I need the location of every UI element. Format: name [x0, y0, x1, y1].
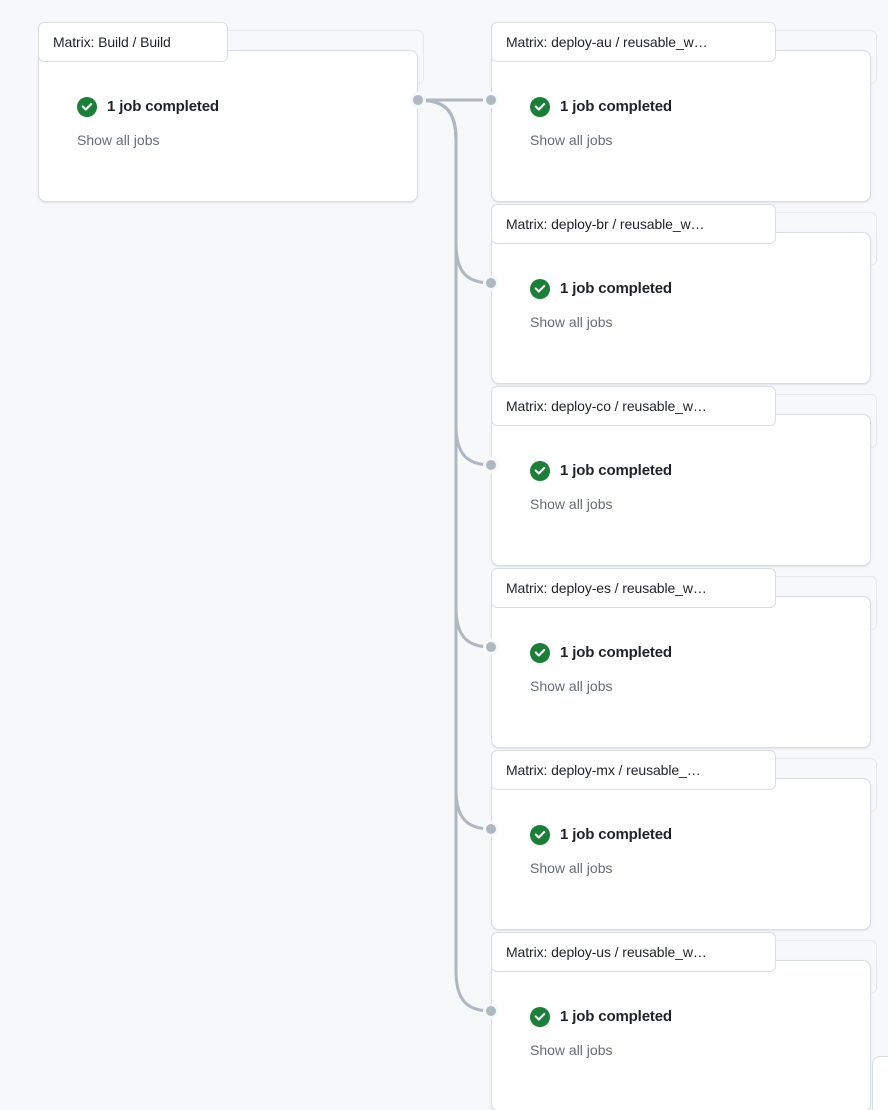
show-all-jobs-link[interactable]: Show all jobs: [77, 132, 160, 148]
check-circle-fill-icon: [530, 643, 550, 663]
node-header-tab[interactable]: Matrix: deploy-us / reusable_w…: [491, 932, 776, 972]
node-body[interactable]: 1 job completed Show all jobs: [491, 232, 871, 384]
edge-build-to-deploy-br: [416, 98, 493, 285]
node-title: Matrix: Build / Build: [53, 34, 171, 50]
job-status-text: 1 job completed: [560, 826, 672, 843]
show-all-jobs-link[interactable]: Show all jobs: [530, 678, 613, 694]
check-circle-fill-icon: [530, 97, 550, 117]
status-row: 1 job completed: [530, 825, 856, 845]
node-header-tab[interactable]: Matrix: deploy-br / reusable_w…: [491, 204, 776, 244]
status-row: 1 job completed: [77, 97, 403, 117]
node-header-tab[interactable]: Matrix: deploy-mx / reusable_…: [491, 750, 776, 790]
show-all-jobs-link[interactable]: Show all jobs: [530, 1042, 613, 1058]
node-body[interactable]: 1 job completed Show all jobs: [38, 50, 418, 202]
node-title: Matrix: deploy-es / reusable_w…: [506, 580, 707, 596]
node-header-tab[interactable]: Matrix: deploy-co / reusable_w…: [491, 386, 776, 426]
source-handle-build[interactable]: [410, 92, 426, 108]
node-body[interactable]: 1 job completed Show all jobs: [491, 960, 871, 1110]
node-matrix-deploy-au[interactable]: 1 job completed Show all jobs Matrix: de…: [491, 22, 877, 202]
job-status-text: 1 job completed: [560, 644, 672, 661]
edge-build-to-deploy-co: [416, 98, 493, 467]
job-status-text: 1 job completed: [107, 98, 219, 115]
job-status-text: 1 job completed: [560, 1008, 672, 1025]
node-matrix-deploy-br[interactable]: 1 job completed Show all jobs Matrix: de…: [491, 204, 877, 384]
status-row: 1 job completed: [530, 97, 856, 117]
check-circle-fill-icon: [530, 461, 550, 481]
status-row: 1 job completed: [530, 461, 856, 481]
show-all-jobs-link[interactable]: Show all jobs: [530, 314, 613, 330]
job-status-text: 1 job completed: [560, 280, 672, 297]
node-matrix-deploy-us[interactable]: 1 job completed Show all jobs Matrix: de…: [491, 932, 877, 1110]
node-body[interactable]: 1 job completed Show all jobs: [491, 50, 871, 202]
node-body[interactable]: 1 job completed Show all jobs: [491, 414, 871, 566]
check-circle-fill-icon: [77, 97, 97, 117]
target-handle-deploy-us[interactable]: [483, 1003, 499, 1019]
edge-build-to-deploy-es: [416, 98, 493, 649]
node-partial-offscreen[interactable]: [872, 1056, 888, 1110]
target-handle-deploy-es[interactable]: [483, 639, 499, 655]
node-title: Matrix: deploy-co / reusable_w…: [506, 398, 707, 414]
node-header-tab[interactable]: Matrix: Build / Build: [38, 22, 228, 62]
show-all-jobs-link[interactable]: Show all jobs: [530, 860, 613, 876]
node-title: Matrix: deploy-au / reusable_w…: [506, 34, 708, 50]
node-title: Matrix: deploy-mx / reusable_…: [506, 762, 701, 778]
node-body[interactable]: 1 job completed Show all jobs: [491, 778, 871, 930]
job-status-text: 1 job completed: [560, 98, 672, 115]
edge-build-to-deploy-mx: [416, 98, 493, 831]
node-title: Matrix: deploy-us / reusable_w…: [506, 944, 707, 960]
node-header-tab[interactable]: Matrix: deploy-au / reusable_w…: [491, 22, 776, 62]
check-circle-fill-icon: [530, 825, 550, 845]
node-matrix-deploy-mx[interactable]: 1 job completed Show all jobs Matrix: de…: [491, 750, 877, 930]
target-handle-deploy-au[interactable]: [483, 92, 499, 108]
node-body[interactable]: 1 job completed Show all jobs: [491, 596, 871, 748]
target-handle-deploy-co[interactable]: [483, 457, 499, 473]
node-matrix-deploy-es[interactable]: 1 job completed Show all jobs Matrix: de…: [491, 568, 877, 748]
node-matrix-build[interactable]: 1 job completed Show all jobs Matrix: Bu…: [38, 22, 424, 202]
node-title: Matrix: deploy-br / reusable_w…: [506, 216, 705, 232]
job-status-text: 1 job completed: [560, 462, 672, 479]
node-header-tab[interactable]: Matrix: deploy-es / reusable_w…: [491, 568, 776, 608]
show-all-jobs-link[interactable]: Show all jobs: [530, 496, 613, 512]
check-circle-fill-icon: [530, 279, 550, 299]
status-row: 1 job completed: [530, 1007, 856, 1027]
target-handle-deploy-mx[interactable]: [483, 821, 499, 837]
node-matrix-deploy-co[interactable]: 1 job completed Show all jobs Matrix: de…: [491, 386, 877, 566]
check-circle-fill-icon: [530, 1007, 550, 1027]
status-row: 1 job completed: [530, 279, 856, 299]
status-row: 1 job completed: [530, 643, 856, 663]
show-all-jobs-link[interactable]: Show all jobs: [530, 132, 613, 148]
target-handle-deploy-br[interactable]: [483, 275, 499, 291]
edge-build-to-deploy-us: [416, 98, 493, 1013]
